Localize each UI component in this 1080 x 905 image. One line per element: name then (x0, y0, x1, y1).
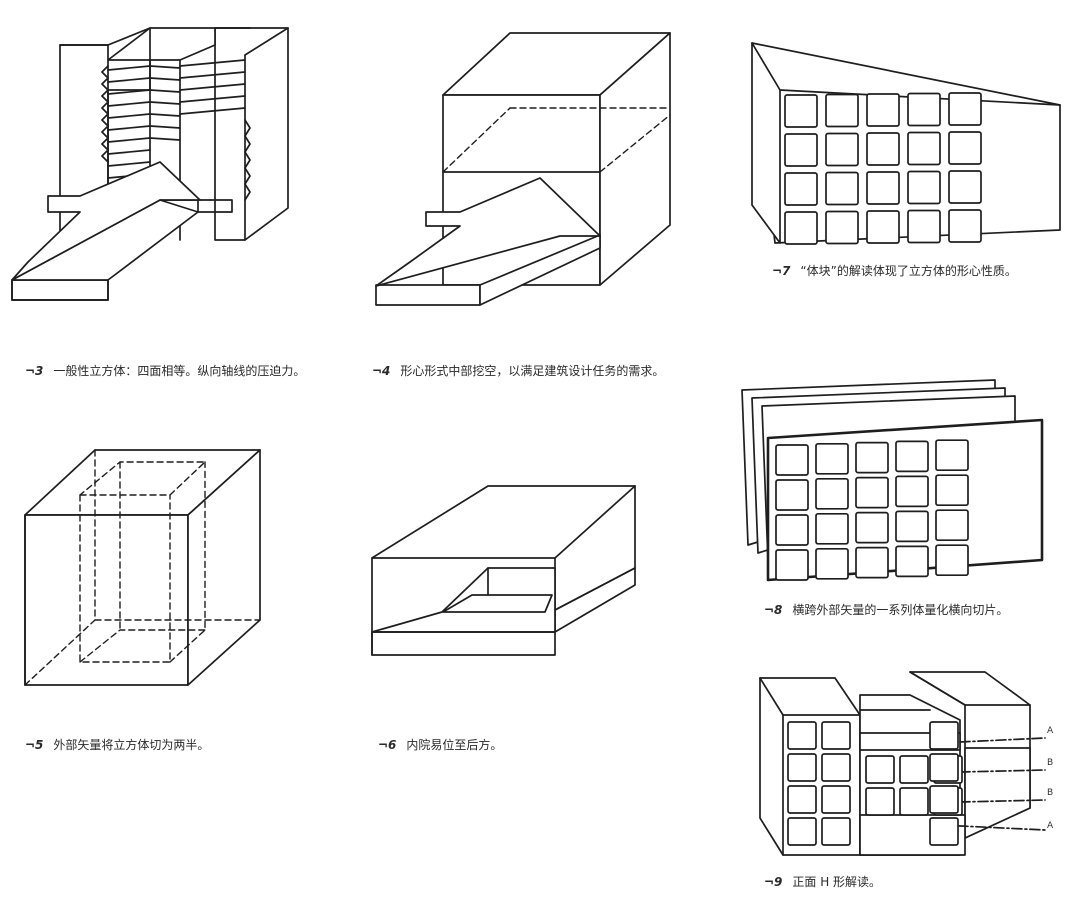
window-cell (787, 817, 817, 846)
window-cell (855, 546, 889, 579)
window-cell (866, 210, 900, 244)
caption-fig8-text: 横跨外部矢量的一系列体量化横向切片。 (792, 603, 1009, 617)
window-cell (787, 753, 817, 782)
window-cell (825, 93, 859, 128)
window-cell (784, 133, 818, 167)
window-cell (907, 209, 941, 244)
window-cell (935, 544, 969, 577)
window-cell (821, 785, 851, 814)
window-cell (907, 170, 941, 205)
window-cell (935, 439, 969, 472)
window-cell (929, 785, 959, 814)
caption-fig5-text: 外部矢量将立方体切为两半。 (53, 738, 210, 752)
fig7-window-grid (784, 92, 982, 245)
window-cell (907, 131, 941, 166)
window-cell (865, 787, 895, 816)
window-cell (929, 817, 959, 846)
window-cell (784, 172, 818, 206)
caption-fig6: ¬6 内院易位至后方。 (378, 736, 502, 753)
window-cell (895, 545, 929, 578)
fig9-label-a-bottom: A (1047, 821, 1054, 831)
window-cell (784, 211, 818, 245)
caption-fig4: ¬4 形心形式中部挖空，以满足建筑设计任务的需求。 (372, 362, 664, 379)
fig9-label-b-lower: B (1047, 788, 1053, 798)
window-cell (866, 93, 900, 127)
window-cell (775, 514, 809, 546)
caption-fig7: ¬7 “体块”的解读体现了立方体的形心性质。 (772, 262, 1017, 279)
window-cell (787, 721, 817, 750)
window-cell (815, 512, 849, 545)
caption-fig3-text: 一般性立方体：四面相等。纵向轴线的压迫力。 (53, 364, 306, 378)
window-cell (855, 511, 889, 544)
caption-fig6-text: 内院易位至后方。 (406, 738, 503, 752)
window-cell (929, 753, 959, 782)
caption-fig8: ¬8 横跨外部矢量的一系列体量化横向切片。 (764, 601, 1008, 618)
window-cell (948, 131, 982, 165)
caption-fig9-text: 正面 H 形解读。 (792, 875, 882, 889)
window-cell (895, 475, 929, 508)
window-cell (895, 440, 929, 473)
caption-fig8-number: ¬8 (764, 603, 783, 617)
sketch-fig4-hollow-cube (375, 32, 671, 306)
window-cell (935, 509, 969, 542)
caption-fig4-text: 形心形式中部挖空，以满足建筑设计任务的需求。 (400, 364, 665, 378)
caption-fig3-number: ¬3 (25, 364, 44, 378)
window-cell (899, 755, 929, 784)
caption-fig7-text: “体块”的解读体现了立方体的形心性质。 (800, 264, 1017, 278)
sketch-fig8-slices (741, 379, 1044, 582)
window-cell (821, 753, 851, 782)
window-cell (866, 132, 900, 166)
sketch-fig9-h-block: A B B A (759, 671, 1054, 856)
window-cell (865, 755, 895, 784)
window-cell (948, 209, 982, 243)
window-cell (815, 442, 849, 475)
caption-fig9-number: ¬9 (764, 875, 783, 889)
sketch-fig6-courtyard-block (371, 485, 636, 656)
window-cell (825, 210, 859, 245)
fig9-label-b-upper: B (1047, 758, 1053, 768)
window-cell (775, 549, 809, 581)
window-cell (935, 474, 969, 507)
window-cell (899, 787, 929, 816)
window-cell (787, 785, 817, 814)
window-cell (821, 721, 851, 750)
caption-fig5-number: ¬5 (25, 738, 44, 752)
caption-fig3: ¬3 一般性立方体：四面相等。纵向轴线的压迫力。 (25, 362, 305, 379)
window-cell (775, 479, 809, 511)
caption-fig5: ¬5 外部矢量将立方体切为两半。 (25, 736, 209, 753)
sketch-fig3-cube-arrow (11, 27, 289, 301)
window-cell (855, 441, 889, 474)
fig8-window-grid (775, 439, 969, 581)
window-cell (815, 477, 849, 510)
window-cell (815, 547, 849, 580)
window-cell (929, 721, 959, 750)
window-cell (948, 170, 982, 204)
window-cell (855, 476, 889, 509)
caption-fig9: ¬9 正面 H 形解读。 (764, 873, 881, 890)
sketch-fig7-grid-block (751, 42, 1061, 245)
window-cell (825, 132, 859, 167)
window-cell (784, 94, 818, 128)
sketch-fig5-cut-cube (24, 449, 261, 686)
caption-fig6-number: ¬6 (378, 738, 397, 752)
fig9-window-grid (787, 721, 963, 846)
window-cell (866, 171, 900, 205)
window-cell (825, 171, 859, 206)
caption-fig4-number: ¬4 (372, 364, 391, 378)
window-cell (821, 817, 851, 846)
caption-fig7-number: ¬7 (772, 264, 791, 278)
window-cell (948, 92, 982, 126)
window-cell (907, 92, 941, 127)
window-cell (775, 444, 809, 476)
fig9-label-a-top: A (1047, 726, 1054, 736)
window-cell (895, 510, 929, 543)
